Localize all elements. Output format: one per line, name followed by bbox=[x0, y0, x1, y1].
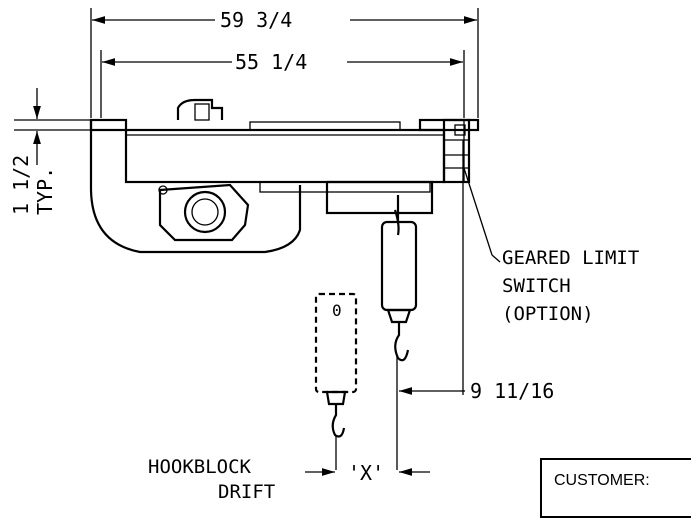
inner-width-label: 55 1/4 bbox=[235, 50, 307, 74]
drum-bottom-hatch bbox=[259, 181, 431, 193]
limit-switch-callout: GEARED LIMIT SWITCH (OPTION) bbox=[462, 164, 639, 325]
dimension-hookblock-drift: 'X' HOOKBLOCK DRIFT bbox=[148, 456, 430, 503]
limit-switch-line1: GEARED LIMIT bbox=[502, 247, 639, 269]
dimension-hook-offset: 9 11/16 bbox=[399, 140, 554, 403]
drift-line1: HOOKBLOCK bbox=[148, 456, 252, 478]
customer-label: CUSTOMER: bbox=[554, 472, 650, 489]
drum-top-hatch bbox=[249, 121, 401, 131]
hook-offset-label: 9 11/16 bbox=[470, 379, 554, 403]
hook-block bbox=[380, 195, 418, 470]
title-block: CUSTOMER: bbox=[540, 458, 691, 518]
drift-variable-label: 'X' bbox=[348, 461, 384, 485]
overall-width-label: 59 3/4 bbox=[220, 8, 292, 32]
dimension-wheel-height: 1 1/2 TYP. bbox=[9, 88, 90, 215]
drift-line2: DRIFT bbox=[218, 481, 275, 503]
wheel-height-typ-label: TYP. bbox=[33, 167, 57, 215]
dimension-overall-width: 59 3/4 bbox=[90, 8, 479, 118]
dimension-inner-width: 55 1/4 bbox=[100, 50, 465, 118]
hoist-trolley bbox=[89, 98, 480, 254]
limit-switch-line3: (OPTION) bbox=[502, 303, 594, 325]
hoist-drawing: 59 3/4 55 1/4 1 1/2 TYP. bbox=[9, 8, 639, 503]
wheel-height-label: 1 1/2 bbox=[9, 155, 33, 215]
limit-switch-line2: SWITCH bbox=[502, 275, 571, 297]
pendant-control: 0 bbox=[314, 292, 358, 470]
pendant-label: 0 bbox=[332, 301, 342, 320]
